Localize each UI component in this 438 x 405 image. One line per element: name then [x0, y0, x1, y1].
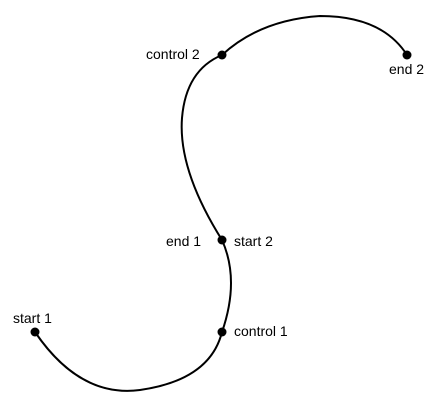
start-1-point — [30, 327, 40, 337]
control-2-label: control 2 — [146, 46, 200, 62]
curve-segment-1 — [34, 239, 232, 392]
end-1-label: end 1 — [166, 233, 201, 249]
end-1-start-2-point — [217, 235, 227, 245]
end-2-label: end 2 — [389, 61, 424, 77]
end-2-point — [402, 50, 412, 60]
start-2-label: start 2 — [234, 233, 273, 249]
curve-segment-2 — [180, 14, 408, 241]
control-1-label: control 1 — [234, 323, 288, 339]
control-2-point — [217, 50, 227, 60]
control-1-point — [217, 327, 227, 337]
start-1-label: start 1 — [13, 310, 52, 326]
